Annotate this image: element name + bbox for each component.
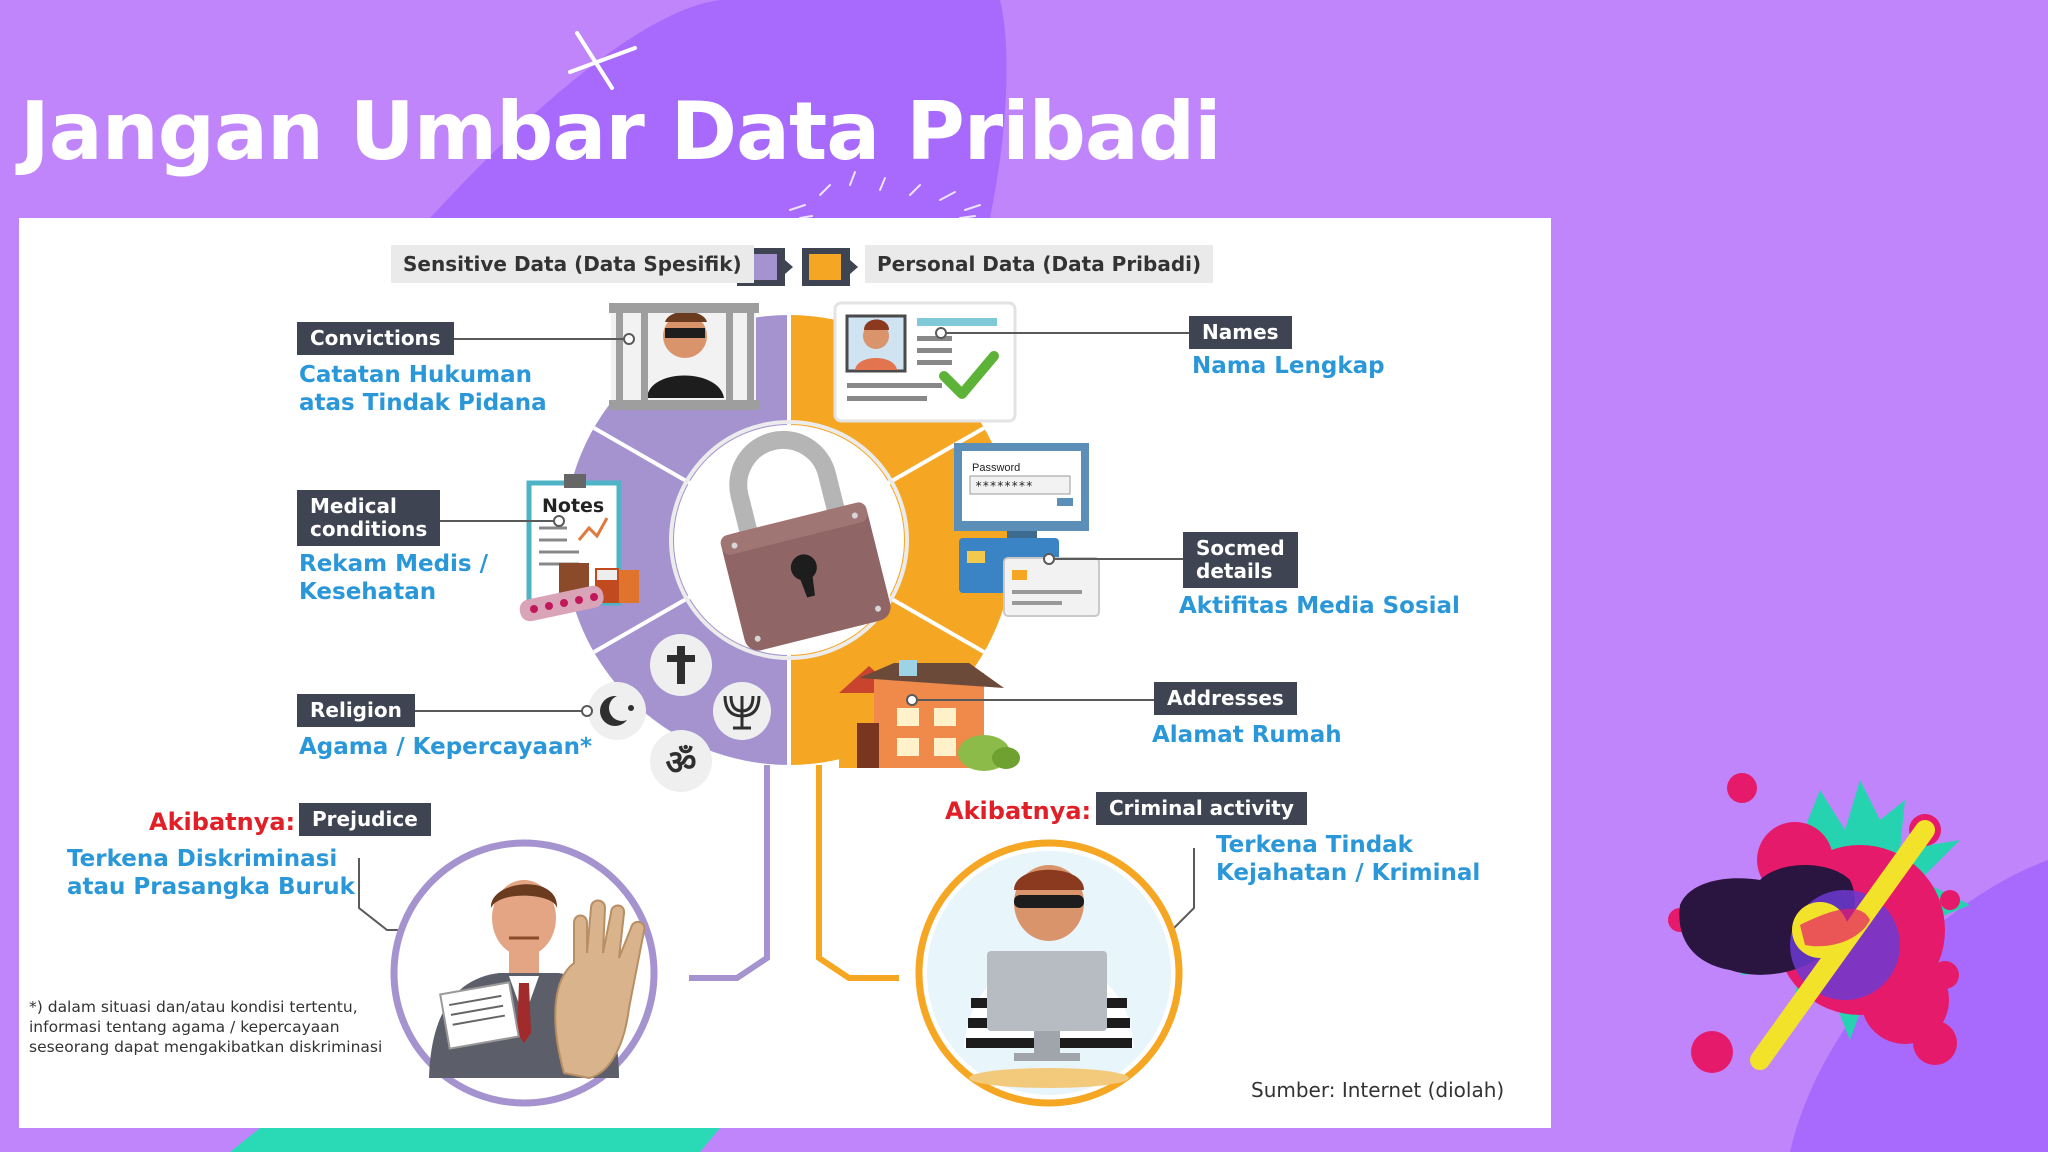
criminal-activity-tag: Criminal activity	[1096, 792, 1307, 825]
padlock-icon	[720, 430, 891, 651]
sensitive-consequence-line	[689, 765, 770, 981]
sparkle-icon	[568, 31, 637, 90]
personal-consequence-prefix: Akibatnya:	[945, 797, 1092, 825]
connector-dots	[553, 327, 1055, 717]
sensitive-consequence-prefix: Akibatnya:	[149, 808, 296, 836]
id-card-icon	[833, 301, 1017, 423]
teal-stripe	[230, 1128, 720, 1152]
slide-title: Jangan Umbar Data Pribadi	[20, 85, 1222, 178]
addresses-tag: Addresses	[1154, 682, 1297, 715]
jail-prisoner-icon	[609, 303, 759, 410]
legend-personal-label: Personal Data (Data Pribadi)	[865, 245, 1214, 283]
crescent-moon-icon	[588, 682, 646, 740]
medical-conditions-description: Rekam Medis / Kesehatan	[299, 551, 489, 606]
medical-notes-icon: Notes	[519, 474, 639, 622]
source-credit: Sumber: Internet (diolah)	[1251, 1078, 1505, 1102]
om-icon: ॐ	[650, 730, 712, 792]
house-icon	[839, 660, 1020, 771]
socmed-details-description: Aktifitas Media Sosial	[1179, 593, 1460, 619]
convictions-tag: Convictions	[297, 322, 454, 355]
names-tag: Names	[1189, 316, 1292, 349]
svg-text:ॐ: ॐ	[665, 743, 696, 783]
convictions-description: Catatan Hukuman atas Tindak Pidana	[299, 362, 547, 417]
abstract-splash-illustration	[1668, 773, 1970, 1073]
religion-footnote: *) dalam situasi dan/atau kondisi terten…	[29, 998, 383, 1057]
prejudice-tag: Prejudice	[299, 803, 431, 836]
addresses-description: Alamat Rumah	[1152, 722, 1342, 748]
personal-consequence-line	[816, 765, 899, 981]
criminal-activity-description: Terkena Tindak Kejahatan / Kriminal	[1216, 832, 1481, 887]
legend-sensitive-label: Sensitive Data (Data Spesifik)	[391, 245, 754, 283]
legend-swatch-personal	[802, 248, 858, 286]
names-description: Nama Lengkap	[1192, 353, 1385, 379]
criminal-thief-illustration	[915, 839, 1183, 1107]
background-blob	[430, 0, 1007, 218]
menorah-icon	[713, 682, 771, 740]
credit-cards-icon	[959, 538, 1100, 617]
dash-burst-decoration	[789, 171, 981, 219]
prejudice-description: Terkena Diskriminasi atau Prasangka Buru…	[67, 846, 355, 901]
infographic-card: Notes Password ********	[19, 218, 1551, 1128]
password-mask: ********	[975, 479, 1033, 493]
medical-conditions-tag: Medical conditions	[297, 490, 441, 546]
password-monitor-icon: Password ********	[954, 443, 1089, 541]
infographic-artwork: Notes Password ********	[307, 248, 1195, 1107]
prejudice-businessman-illustration	[390, 839, 658, 1107]
religion-tag: Religion	[297, 694, 415, 727]
socmed-details-tag: Socmed details	[1183, 532, 1298, 588]
religion-description: Agama / Kepercayaan*	[299, 734, 592, 760]
pill-strip	[519, 585, 604, 622]
password-label: Password	[972, 462, 1020, 474]
notes-label: Notes	[542, 495, 604, 517]
cross-icon	[650, 634, 712, 696]
